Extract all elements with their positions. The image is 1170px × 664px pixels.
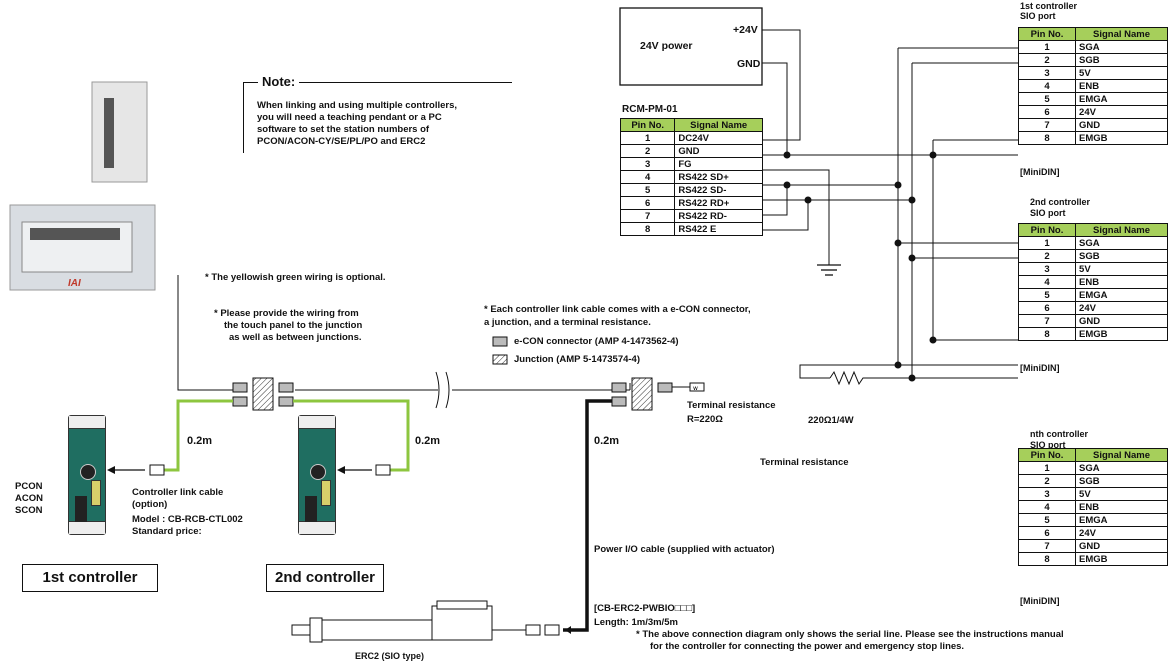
econ-connector	[278, 396, 294, 407]
panel-brand: IAI	[68, 278, 81, 289]
length-label: 0.2m	[415, 435, 441, 447]
legend-econ: e-CON connector (AMP 4-1473562-4)	[514, 336, 679, 347]
acon-controller-image	[298, 415, 336, 535]
teaching-pendant	[91, 81, 148, 183]
wire-gnd	[762, 62, 788, 155]
note-box	[243, 82, 512, 153]
erc2-label: ERC2 (SIO type)	[355, 651, 425, 661]
green-wire-2	[293, 399, 410, 472]
first-controller-label: 1st controller	[22, 564, 158, 592]
econ-connector	[657, 382, 673, 393]
terminal-resistor-plug	[689, 382, 705, 392]
power-io-cable	[563, 399, 612, 632]
econ-connector	[232, 382, 248, 393]
length-label: 0.2m	[594, 435, 620, 447]
power-plus-label: +24V	[733, 24, 758, 36]
wire-fg	[762, 169, 830, 265]
econ-connector	[611, 382, 627, 393]
length-label: 0.2m	[187, 435, 213, 447]
th-signal: Signal Name	[674, 118, 763, 132]
legend-junction: Junction (AMP 5-1473574-4)	[514, 354, 641, 365]
econ-legend-swatch	[492, 336, 508, 347]
svg-text:w: w	[693, 385, 698, 392]
econ-connector	[278, 382, 294, 393]
terminal-resistor-symbol	[829, 370, 912, 386]
erc2-actuator	[309, 617, 323, 643]
green-wire-1	[164, 399, 233, 472]
econ-connector	[232, 396, 248, 407]
power-gnd-label: GND	[737, 58, 761, 70]
junction	[631, 377, 653, 411]
power-supply-box	[619, 7, 763, 86]
pcon-controller-image	[68, 415, 106, 535]
junction-legend-swatch	[492, 354, 508, 365]
second-controller-label: 2nd controller	[266, 564, 384, 592]
power-title: 24V power	[640, 40, 693, 52]
th-pin: Pin No.	[619, 118, 676, 132]
rcm-title: RCM-PM-01	[622, 104, 678, 115]
wire-24v	[762, 29, 801, 141]
remark-yellow: * The yellowish green wiring is optional…	[205, 272, 386, 283]
econ-connector	[611, 396, 627, 407]
note-title: Note:	[258, 74, 300, 90]
junction	[252, 377, 274, 411]
